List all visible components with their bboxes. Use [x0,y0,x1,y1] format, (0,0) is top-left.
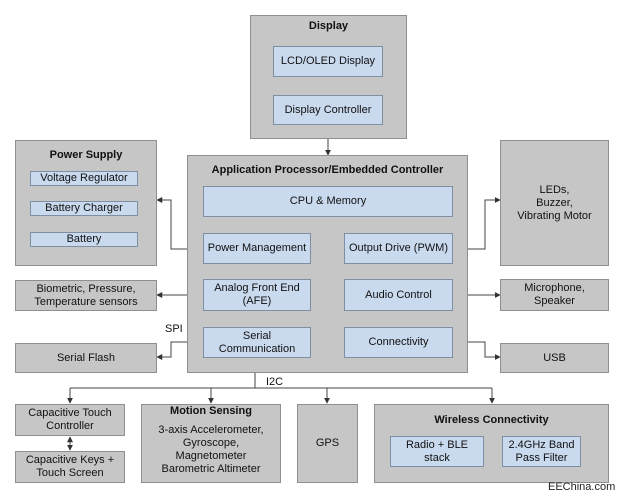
band-pass-filter: 2.4GHz Band Pass Filter [502,436,581,467]
spi-label: SPI [165,323,183,335]
wireless-connectivity-title: Wireless Connectivity [434,414,549,426]
capacitive-touch-controller: Capacitive Touch Controller [15,404,125,436]
usb: USB [500,343,609,373]
radio-ble-stack: Radio + BLE stack [390,436,484,467]
voltage-regulator: Voltage Regulator [30,171,138,186]
display-controller: Display Controller [273,95,383,125]
capacitive-keys-touch-screen: Capacitive Keys + Touch Screen [15,451,125,483]
leds-buzzer-motor: LEDs, Buzzer, Vibrating Motor [500,140,609,266]
battery-charger: Battery Charger [30,201,138,216]
output-drive-pwm: Output Drive (PWM) [344,233,453,264]
microphone-speaker: Microphone, Speaker [500,279,609,311]
serial-flash: Serial Flash [15,343,157,373]
power-supply-title: Power Supply [49,149,123,161]
watermark: EEChina.com [548,481,616,493]
motion-sensing-group [141,404,281,483]
display-title: Display [308,20,349,32]
motion-sensing-body: 3-axis Accelerometer, Gyroscope, Magneto… [158,424,264,475]
sensors: Biometric, Pressure, Temperature sensors [15,280,157,311]
i2c-label: I2C [266,376,284,388]
lcd-oled-display: LCD/OLED Display [273,46,383,77]
gps: GPS [297,404,358,483]
battery: Battery [30,232,138,247]
analog-front-end: Analog Front End (AFE) [203,279,311,311]
power-management: Power Management [203,233,311,264]
connectivity-block: Connectivity [344,327,453,358]
cpu-memory: CPU & Memory [203,186,453,217]
serial-communication: Serial Communication [203,327,311,358]
audio-control: Audio Control [344,279,453,311]
motion-sensing-title: Motion Sensing [170,405,252,417]
app-processor-title: Application Processor/Embedded Controlle… [211,164,444,176]
